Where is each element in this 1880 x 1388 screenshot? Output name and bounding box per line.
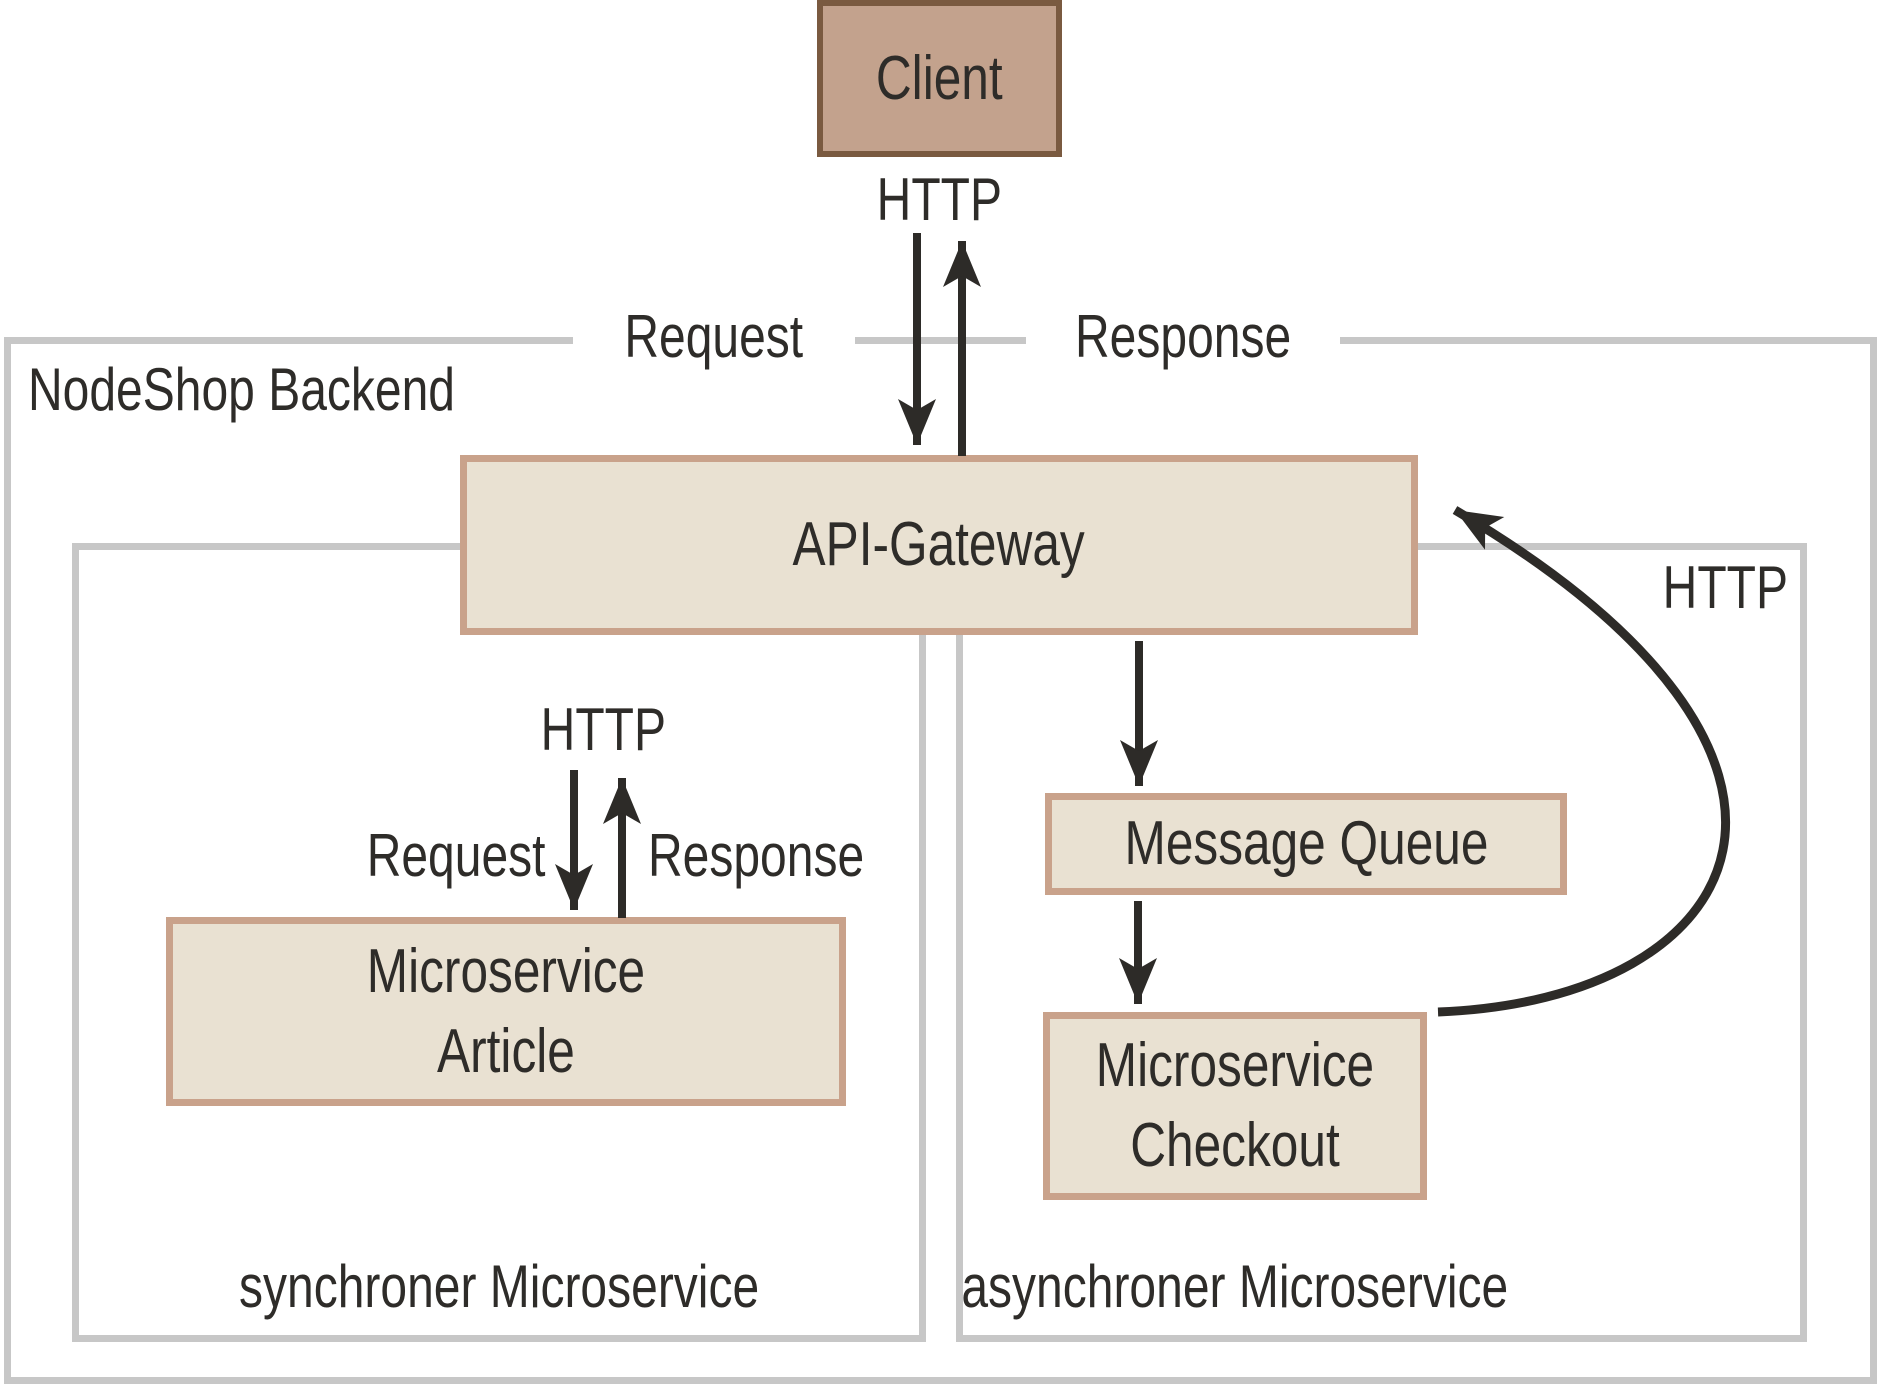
article-label-line2: Article: [437, 1016, 575, 1086]
client-label: Client: [876, 43, 1003, 113]
api-gateway-node: API-Gateway: [460, 455, 1418, 635]
async-group-frame: [956, 543, 1807, 1342]
microservice-checkout-label: Microservice Checkout: [1096, 1026, 1374, 1186]
request-label-top: Request: [573, 305, 855, 369]
response-label-top: Response: [1026, 305, 1340, 369]
http-label-top: HTTP: [876, 166, 1002, 233]
api-gateway-label: API-Gateway: [792, 510, 1086, 579]
backend-group-frame: [4, 337, 1877, 1384]
microservice-checkout-node: Microservice Checkout: [1043, 1012, 1427, 1200]
checkout-label-line2: Checkout: [1130, 1111, 1340, 1180]
checkout-label-line1: Microservice: [1095, 1031, 1375, 1100]
sync-group-label: synchroner Microservice: [238, 1253, 760, 1320]
client-node: Client: [817, 0, 1062, 157]
message-queue-label: Message Queue: [1124, 809, 1488, 878]
microservice-article-node: Microservice Article: [166, 917, 846, 1106]
message-queue-node: Message Queue: [1045, 793, 1567, 895]
article-label-line1: Microservice: [366, 936, 646, 1006]
response-label-left: Response: [648, 822, 865, 889]
microservice-article-label: Microservice Article: [367, 932, 645, 1092]
async-group-label: asynchroner Microservice: [961, 1253, 1509, 1320]
backend-group-label: NodeShop Backend: [28, 356, 455, 423]
request-label-left: Request: [366, 822, 545, 889]
http-label-curve: HTTP: [1662, 554, 1788, 621]
http-label-left: HTTP: [540, 696, 666, 763]
